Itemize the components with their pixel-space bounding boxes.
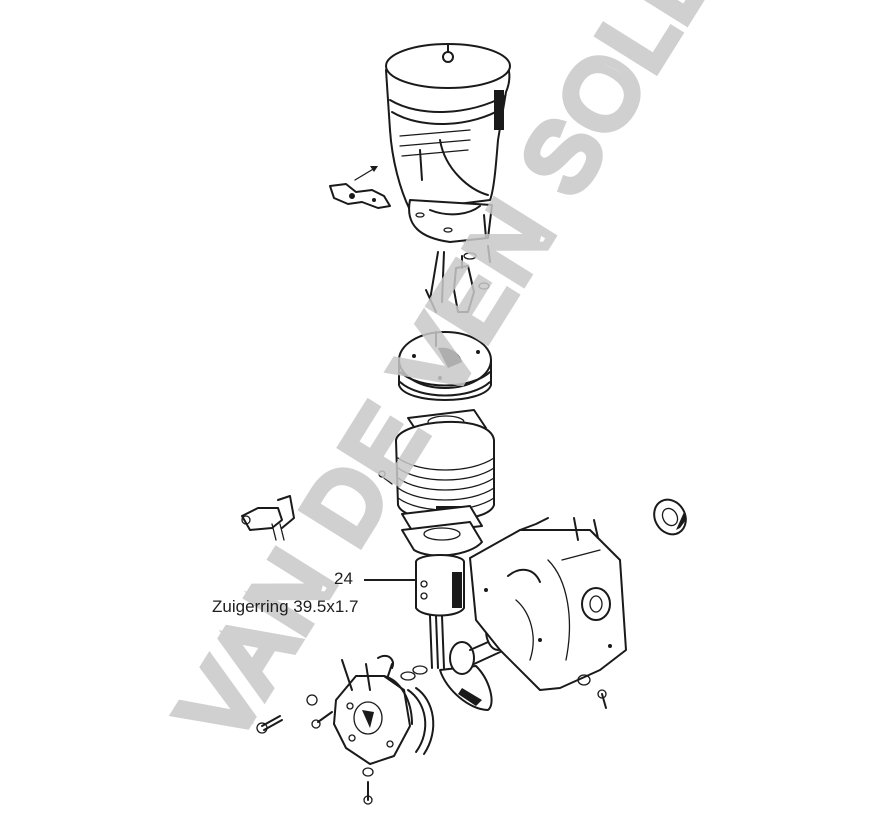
engine-cover — [385, 43, 511, 243]
connecting-rod — [429, 615, 445, 669]
cylinder — [378, 421, 495, 521]
base-gasket — [401, 505, 483, 557]
callout-number: 24 — [334, 569, 353, 588]
circlip — [377, 654, 435, 755]
bearing-ring — [653, 498, 687, 536]
cylinder-head — [398, 331, 492, 401]
crankcase — [469, 517, 627, 691]
piston — [415, 554, 465, 617]
bolts-bottom — [256, 694, 374, 805]
bolts-right — [577, 674, 607, 709]
spark-plug — [425, 245, 491, 313]
small-bracket — [329, 183, 391, 209]
callout-part-name: Zuigerring 39.5x1.7 — [212, 597, 359, 616]
assembly-arrow-icon — [354, 166, 378, 181]
callout-leader-line — [364, 579, 416, 581]
side-valve — [241, 495, 295, 541]
magneto-plate — [333, 659, 413, 765]
